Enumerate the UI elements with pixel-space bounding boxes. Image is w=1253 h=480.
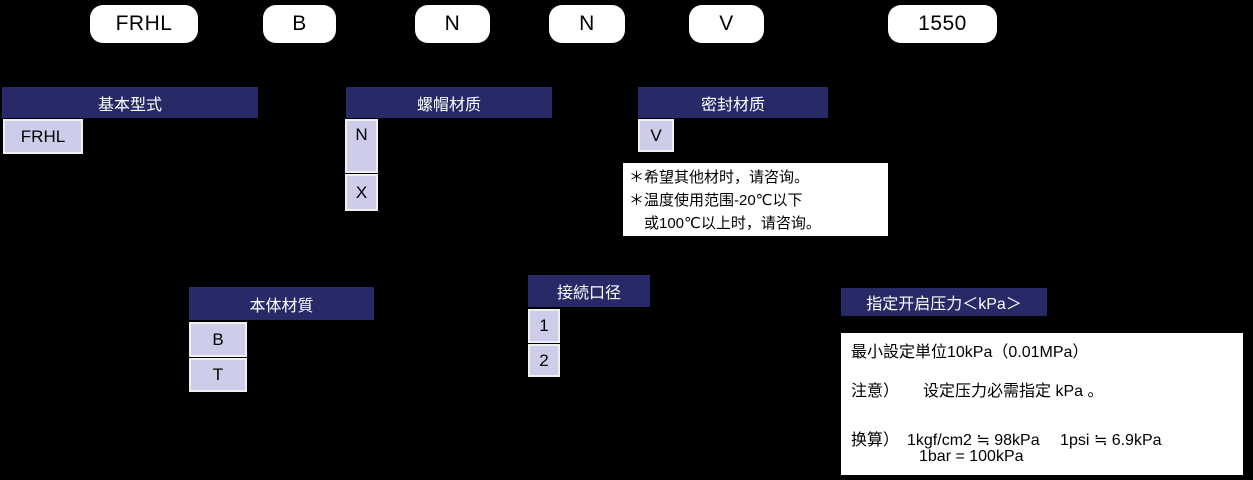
basic-type-option-frhl: FRHL	[3, 119, 83, 154]
seal-note-line-1: ＊希望其他材时，请咨询。	[629, 169, 810, 186]
model-code-segment-nut: N	[415, 5, 490, 43]
body-material-option-b: B	[189, 322, 247, 357]
model-code-segment-connection: N	[549, 5, 625, 43]
pressure-note-line-2: 注意） 设定压力必需指定 kPa 。	[851, 383, 1104, 400]
basic-type-header: 基本型式	[2, 87, 258, 118]
model-code-segment-body: B	[263, 5, 336, 43]
opening-pressure-note: 最小設定単位10kPa（0.01MPa） 注意） 设定压力必需指定 kPa 。 …	[841, 333, 1243, 475]
model-code-segment-pressure: 1550	[888, 5, 997, 43]
seal-material-note: ＊希望其他材时，请咨询。 ＊温度使用范围-20℃以下 或100℃以上时，请咨询。	[623, 163, 888, 236]
nut-material-option-x: X	[345, 174, 378, 211]
seal-material-option-v: V	[638, 119, 674, 152]
opening-pressure-header: 指定开启压力＜kPa＞	[841, 288, 1047, 316]
pressure-note-line-4: 1bar = 100kPa	[919, 448, 1024, 465]
model-code-segment-seal: V	[689, 5, 764, 43]
connection-size-option-1: 1	[528, 309, 560, 343]
connection-size-option-2: 2	[528, 344, 560, 377]
pressure-note-line-1: 最小設定単位10kPa（0.01MPa）	[851, 344, 1089, 361]
nut-material-option-n: N	[345, 119, 378, 173]
connection-size-header: 接続口径	[528, 275, 650, 307]
seal-material-header: 密封材质	[638, 87, 828, 118]
body-material-header: 本体材質	[189, 287, 374, 320]
nut-material-header: 螺帽材质	[346, 87, 552, 118]
model-code-segment-basic: FRHL	[90, 5, 198, 43]
body-material-option-t: T	[189, 358, 247, 392]
seal-note-line-2: ＊温度使用范围-20℃以下	[629, 192, 803, 209]
seal-note-line-3: 或100℃以上时，请咨询。	[629, 215, 821, 232]
pressure-note-line-3: 换算） 1kgf/cm2 ≒ 98kPa 1psi ≒ 6.9kPa	[851, 432, 1162, 449]
